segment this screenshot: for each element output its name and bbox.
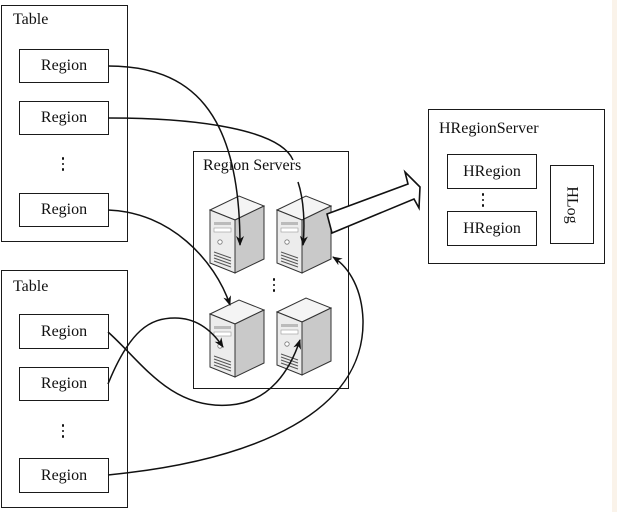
hlog-label: HLog	[563, 185, 581, 224]
server-icon	[276, 195, 332, 274]
table-1-region-3[interactable]: Region	[19, 193, 109, 227]
server-top-left[interactable]	[209, 190, 265, 274]
table-2-region-1[interactable]: Region	[19, 314, 109, 349]
hregion-2[interactable]: HRegion	[447, 211, 537, 246]
hregion-1[interactable]: HRegion	[447, 154, 537, 189]
table-1-title: Table	[13, 11, 49, 28]
server-bottom-left[interactable]	[209, 294, 265, 378]
server-icon	[276, 297, 332, 376]
region-servers-title: Region Servers	[203, 157, 302, 174]
table-2-region-3[interactable]: Region	[19, 458, 109, 493]
server-icon	[209, 299, 265, 378]
region-servers-ellipsis	[272, 278, 276, 292]
table-2-ellipsis	[61, 424, 65, 438]
table-2-title: Table	[13, 278, 49, 295]
table-1-ellipsis	[61, 157, 65, 171]
server-top-right[interactable]	[276, 190, 332, 274]
edge-stripe	[612, 0, 617, 512]
server-bottom-right[interactable]	[276, 292, 332, 376]
table-1-region-1[interactable]: Region	[19, 49, 109, 83]
hregionserver-frame	[428, 109, 605, 264]
table-1-region-2[interactable]: Region	[19, 101, 109, 135]
hregionserver-title: HRegionServer	[439, 120, 539, 137]
hregion-ellipsis	[481, 193, 485, 207]
hlog-box[interactable]: HLog	[550, 165, 594, 244]
table-2-region-2[interactable]: Region	[19, 367, 109, 401]
server-icon	[209, 195, 265, 274]
